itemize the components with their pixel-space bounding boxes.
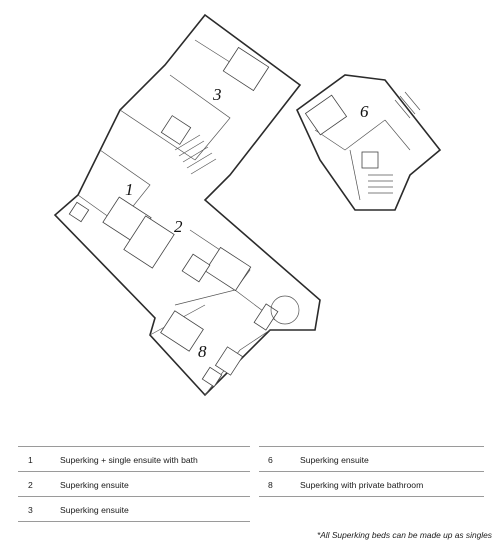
bath (253, 303, 279, 331)
legend-room-number: 3 (28, 505, 33, 515)
legend-room-description: Superking ensuite (60, 505, 129, 515)
legend-rule (259, 471, 484, 472)
annex-building-outline (295, 74, 442, 211)
legend-rule (259, 496, 484, 497)
annex-furniture (304, 91, 421, 194)
bed-room-8 (160, 310, 204, 352)
dining-table (123, 215, 175, 269)
bed-room-6 (304, 94, 348, 136)
annex-bathroom-fixture (361, 151, 379, 169)
legend-rule (18, 446, 250, 447)
bathroom-fixture-2 (181, 253, 211, 283)
legend-room-description: Superking with private bathroom (300, 480, 424, 490)
armchair-2 (201, 366, 223, 388)
stair-annex-2 (394, 91, 421, 119)
legend-rule (18, 496, 250, 497)
legend-room-number: 2 (28, 480, 33, 490)
room-number-6: 6 (360, 102, 369, 121)
bathroom-fixture-3 (214, 346, 244, 376)
spiral-stair (270, 295, 300, 325)
legend-footnote: *All Superking beds can be made up as si… (316, 530, 492, 540)
bed-room-2 (204, 246, 252, 292)
legend-rule (18, 521, 250, 522)
room-number-2: 2 (174, 217, 183, 236)
stair-main (174, 134, 217, 175)
annex-partitions (314, 119, 411, 201)
floor-plan: 3 6 1 2 8 (53, 13, 442, 397)
legend-room-number: 6 (268, 455, 273, 465)
room-number-3: 3 (212, 85, 222, 104)
main-building-furniture (68, 46, 300, 388)
legend-room-description: Superking + single ensuite with bath (60, 455, 198, 465)
room-number-8: 8 (198, 342, 207, 361)
legend-room-number: 8 (268, 480, 273, 490)
bathroom-fixture (160, 115, 192, 145)
bed-room-3 (222, 46, 270, 92)
legend-room-description: Superking ensuite (300, 455, 369, 465)
stair-annex (368, 174, 393, 194)
legend-room-description: Superking ensuite (60, 480, 129, 490)
armchair (68, 201, 90, 223)
room-number-1: 1 (125, 180, 134, 199)
legend-rule (18, 471, 250, 472)
legend-rule (259, 446, 484, 447)
legend-room-number: 1 (28, 455, 33, 465)
